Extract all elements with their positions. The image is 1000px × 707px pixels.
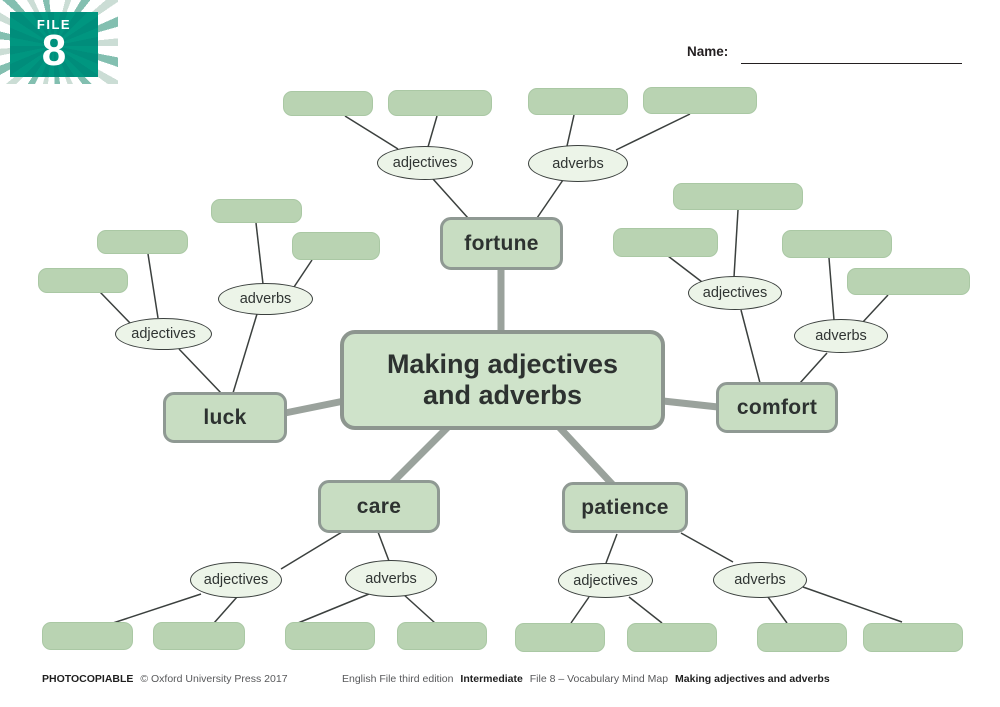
ellipse-patience-adverbs: adverbs bbox=[713, 562, 807, 598]
connector-line bbox=[232, 313, 258, 394]
connector-line bbox=[740, 309, 761, 384]
blank-care-adjectives-2[interactable] bbox=[153, 622, 245, 650]
node-comfort: comfort bbox=[716, 382, 838, 433]
connector-line bbox=[536, 179, 564, 219]
blank-patience-adverbs-2[interactable] bbox=[863, 623, 963, 652]
connector-line bbox=[799, 352, 828, 384]
ellipse-care-adverbs: adverbs bbox=[345, 560, 437, 597]
connector-line bbox=[388, 423, 452, 487]
blank-fortune-adjectives-2[interactable] bbox=[388, 90, 492, 116]
node-patience: patience bbox=[562, 482, 688, 533]
connector-line bbox=[377, 531, 390, 562]
connector-line bbox=[147, 253, 159, 319]
blank-comfort-adverbs-2[interactable] bbox=[847, 268, 970, 295]
file-badge-label: FILE bbox=[36, 17, 72, 32]
footer-series: English File third edition bbox=[342, 673, 454, 685]
connector-line bbox=[293, 259, 313, 288]
connector-line bbox=[178, 348, 223, 395]
footer-title: Making adjectives and adverbs bbox=[675, 673, 830, 685]
blank-patience-adverbs-1[interactable] bbox=[757, 623, 847, 652]
blank-luck-adjectives-1[interactable] bbox=[38, 268, 128, 293]
connector-line bbox=[297, 593, 370, 624]
connector-line bbox=[566, 114, 575, 147]
file-badge-number: 8 bbox=[41, 26, 67, 75]
blank-patience-adjectives-1[interactable] bbox=[515, 623, 605, 652]
blank-care-adjectives-1[interactable] bbox=[42, 622, 133, 650]
node-care: care bbox=[318, 480, 440, 533]
connector-line bbox=[281, 397, 348, 417]
ellipse-fortune-adverbs: adverbs bbox=[528, 145, 628, 182]
name-fill-line[interactable] bbox=[741, 63, 962, 64]
connector-line bbox=[615, 113, 691, 151]
footer-left: PHOTOCOPIABLE © Oxford University Press … bbox=[42, 673, 292, 685]
blank-comfort-adjectives-1[interactable] bbox=[673, 183, 803, 210]
blank-luck-adjectives-2[interactable] bbox=[97, 230, 188, 254]
ellipse-patience-adjectives: adjectives bbox=[558, 563, 653, 598]
connector-line bbox=[99, 291, 132, 325]
name-label: Name: bbox=[687, 44, 729, 59]
connector-line bbox=[213, 596, 238, 624]
node-fortune: fortune bbox=[440, 217, 563, 270]
node-luck: luck bbox=[163, 392, 287, 443]
connector-line bbox=[555, 423, 617, 489]
connector-line bbox=[570, 596, 590, 624]
file-badge-panel: FILE 8 bbox=[10, 12, 98, 77]
footer-copyright: © Oxford University Press 2017 bbox=[140, 673, 288, 685]
connector-line bbox=[605, 533, 618, 564]
ellipse-care-adjectives: adjectives bbox=[190, 562, 282, 598]
connector-line bbox=[109, 593, 202, 625]
blank-comfort-adverbs-1[interactable] bbox=[782, 230, 892, 258]
blank-fortune-adjectives-1[interactable] bbox=[283, 91, 373, 116]
blank-care-adverbs-2[interactable] bbox=[397, 622, 487, 650]
footer-photocopiable: PHOTOCOPIABLE bbox=[42, 673, 134, 685]
footer-level: Intermediate bbox=[460, 673, 523, 685]
connector-line bbox=[733, 209, 739, 278]
connector-line bbox=[255, 222, 264, 285]
footer-file-ref: File 8 – Vocabulary Mind Map bbox=[529, 673, 669, 685]
connector-line bbox=[280, 531, 343, 570]
connector-line bbox=[767, 596, 788, 624]
blank-fortune-adverbs-1[interactable] bbox=[528, 88, 628, 115]
connector-line bbox=[659, 397, 722, 411]
file-badge: FILE 8 bbox=[0, 0, 118, 84]
blank-patience-adjectives-2[interactable] bbox=[627, 623, 717, 652]
connector-line bbox=[680, 532, 734, 563]
blank-luck-adverbs-2[interactable] bbox=[292, 232, 380, 260]
ellipse-comfort-adjectives: adjectives bbox=[688, 276, 782, 310]
blank-care-adverbs-1[interactable] bbox=[285, 622, 375, 650]
connector-line bbox=[344, 115, 399, 150]
connector-line bbox=[828, 257, 835, 321]
ellipse-luck-adjectives: adjectives bbox=[115, 318, 212, 350]
blank-fortune-adverbs-2[interactable] bbox=[643, 87, 757, 114]
connector-line bbox=[432, 178, 469, 219]
connector-line bbox=[861, 294, 889, 324]
footer-right: English File third edition Intermediate … bbox=[342, 673, 834, 685]
connector-line bbox=[427, 115, 438, 148]
ellipse-luck-adverbs: adverbs bbox=[218, 283, 313, 315]
blank-comfort-adjectives-2[interactable] bbox=[613, 228, 718, 257]
blank-luck-adverbs-1[interactable] bbox=[211, 199, 302, 223]
ellipse-fortune-adjectives: adjectives bbox=[377, 146, 473, 180]
connector-line bbox=[802, 586, 903, 623]
connector-line bbox=[402, 593, 436, 624]
connector-line bbox=[628, 596, 663, 624]
ellipse-comfort-adverbs: adverbs bbox=[794, 319, 888, 353]
center-topic: Making adjectives and adverbs bbox=[340, 330, 665, 430]
connector-line bbox=[667, 255, 703, 283]
